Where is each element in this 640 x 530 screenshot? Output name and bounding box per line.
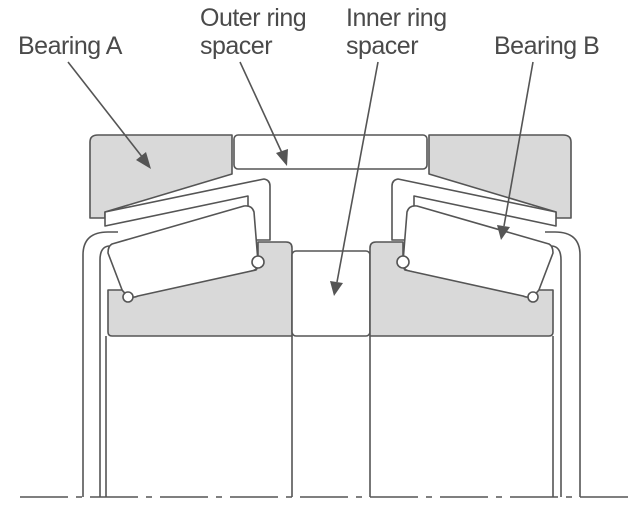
label-inner-ring-spacer-line2: spacer: [346, 32, 418, 60]
label-inner-ring-spacer: Inner ring spacer: [346, 4, 453, 60]
leader-outer-ring-spacer: [239, 61, 288, 166]
leader-bearing-b: [497, 61, 534, 240]
label-bearing-b: Bearing B: [494, 32, 599, 60]
leader-inner-ring-spacer: [330, 61, 379, 296]
bearing-b: [369, 134, 581, 337]
bearing-a-housing-bend: [82, 231, 118, 256]
inner-ring-spacer: [291, 250, 371, 337]
label-outer-ring-spacer: Outer ring spacer: [200, 4, 313, 60]
bearing-b-inner-bend: [550, 245, 562, 261]
bearing-a: [82, 134, 293, 337]
bearing-b-small-rib: [527, 291, 539, 303]
bearing-a-inner-bend: [99, 245, 111, 261]
outer-ring-spacer: [233, 134, 428, 170]
bearing-b-rib: [396, 255, 410, 269]
label-outer-ring-spacer-line2: spacer: [200, 32, 272, 60]
shaft-lines: [82, 255, 581, 497]
label-outer-ring-spacer-line1: Outer ring: [200, 4, 306, 32]
label-inner-ring-spacer-line1: Inner ring: [346, 4, 447, 32]
label-bearing-a: Bearing A: [18, 32, 123, 60]
bearing-a-rib: [251, 255, 265, 269]
bearing-a-small-rib: [122, 291, 134, 303]
bearing-a-outer-ring: [89, 134, 233, 219]
bearing-b-housing-bend: [545, 231, 581, 256]
leader-bearing-a: [67, 61, 151, 169]
